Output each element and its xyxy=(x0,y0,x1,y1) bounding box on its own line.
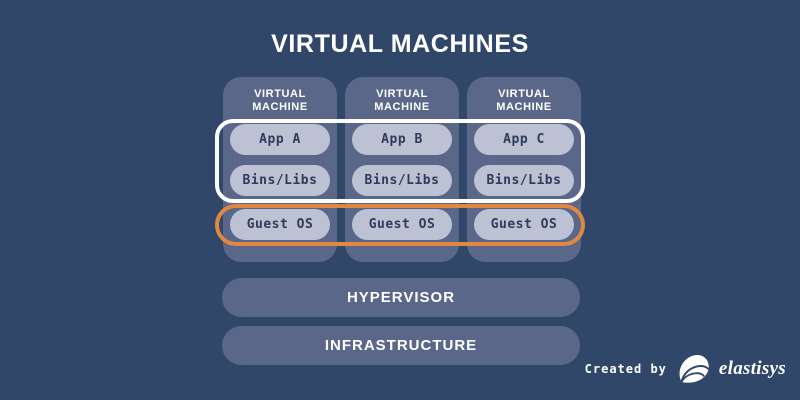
elastisys-shell-logo-icon xyxy=(676,350,710,388)
bins-libs-pill: Bins/Libs xyxy=(230,165,330,196)
vm-column-header: VIRTUAL MACHINE xyxy=(252,88,308,113)
bins-libs-pill: Bins/Libs xyxy=(352,165,452,196)
app-b-pill: App B xyxy=(352,124,452,155)
elastisys-wordmark: elastisys xyxy=(718,358,786,379)
infrastructure-bar: INFRASTRUCTURE xyxy=(222,326,580,365)
vm-column-header: VIRTUAL MACHINE xyxy=(496,88,552,113)
created-by-label: Created by xyxy=(584,362,667,376)
app-a-pill: App A xyxy=(230,124,330,155)
vm-column-1: VIRTUAL MACHINE App A Bins/Libs Guest OS xyxy=(223,77,337,262)
app-c-pill: App C xyxy=(474,124,574,155)
guest-os-pill: Guest OS xyxy=(352,209,452,240)
bins-libs-pill: Bins/Libs xyxy=(474,165,574,196)
vm-column-3: VIRTUAL MACHINE App C Bins/Libs Guest OS xyxy=(467,77,581,262)
hypervisor-bar: HYPERVISOR xyxy=(222,278,580,317)
vm-column-header: VIRTUAL MACHINE xyxy=(374,88,430,113)
credit-footer: Created by elastisys xyxy=(585,350,786,388)
vm-column-2: VIRTUAL MACHINE App B Bins/Libs Guest OS xyxy=(345,77,459,262)
guest-os-pill: Guest OS xyxy=(230,209,330,240)
page-title: VIRTUAL MACHINES xyxy=(271,30,529,58)
guest-os-pill: Guest OS xyxy=(474,209,574,240)
